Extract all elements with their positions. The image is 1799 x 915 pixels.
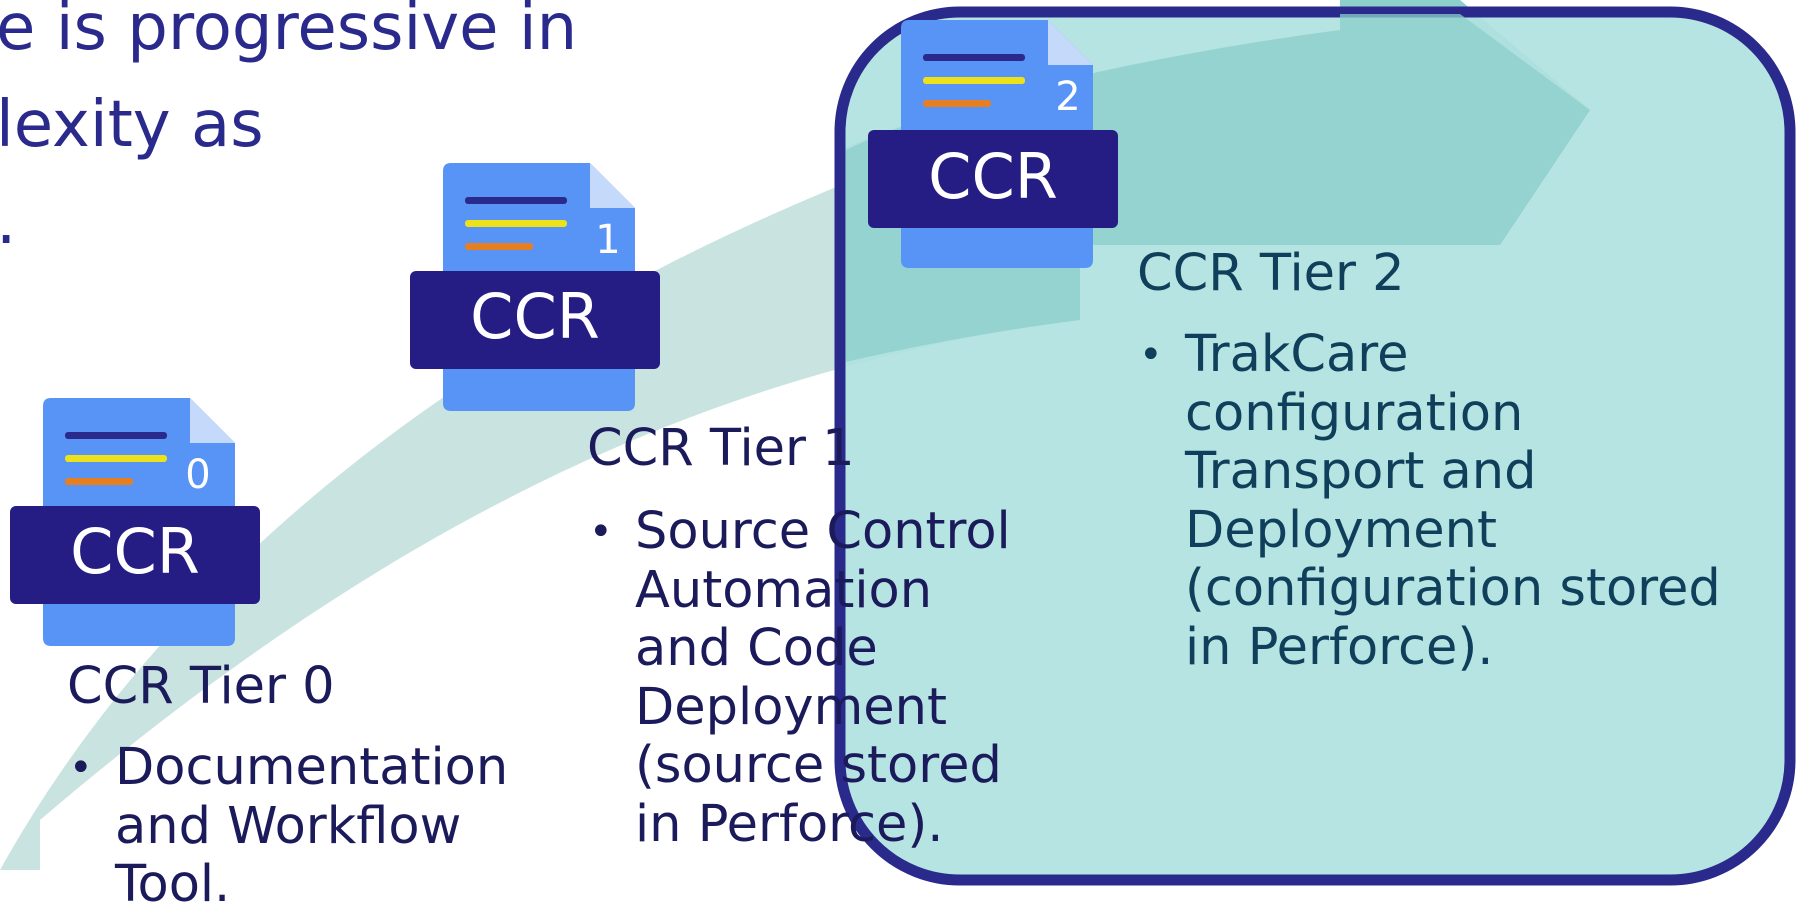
document-banner-label: CCR	[470, 280, 600, 353]
document-banner-label: CCR	[70, 515, 200, 588]
ccr-tier-2-document-icon: 2 CCR	[868, 20, 1118, 268]
document-line-navy	[923, 54, 1025, 61]
tier-2-bullets: • TrakCare configuration Transport and D…	[1137, 325, 1721, 677]
heading-line: lexity as	[0, 88, 264, 162]
document-fold	[1048, 20, 1093, 65]
document-line-orange	[923, 100, 991, 107]
document-banner-label: CCR	[928, 140, 1058, 213]
bullet-line: Tool.	[115, 855, 231, 914]
heading-line: e is progressive in	[0, 0, 578, 65]
bullet-glyph: •	[69, 745, 93, 791]
bullet-line: Deployment	[635, 677, 947, 737]
document-line-yellow	[923, 77, 1025, 84]
slide-heading: e is progressive in lexity as .	[0, 0, 577, 271]
bullet-line: Transport and	[1185, 442, 1537, 501]
tier-2-title: CCR Tier 2	[1137, 244, 1405, 303]
bullet-line: Documentation	[115, 738, 509, 797]
document-number: 1	[595, 217, 620, 263]
tier-2-bullet-item: • TrakCare configuration Transport and D…	[1137, 325, 1721, 677]
tier-1-title: CCR Tier 1	[587, 419, 855, 478]
document-banner	[868, 130, 1118, 228]
bullet-line: and Code	[635, 619, 878, 678]
bullet-line: (source stored	[635, 736, 1002, 795]
heading-line: .	[0, 174, 577, 271]
tier-1-bullets: • Source Control Automation and Code Dep…	[587, 502, 1011, 854]
document-fold	[190, 398, 235, 443]
tier-0-title: CCR Tier 0	[67, 657, 335, 716]
document-fold	[590, 163, 635, 208]
bullet-glyph: •	[1139, 332, 1163, 378]
document-line-orange	[465, 243, 533, 250]
bullet-line: TrakCare	[1185, 325, 1409, 384]
document-line-orange	[65, 478, 133, 485]
bullet-line: configuration	[1185, 383, 1524, 443]
bullet-line: (configuration stored	[1185, 559, 1721, 618]
document-number: 0	[185, 452, 210, 498]
bullet-line: in Perforce).	[635, 794, 944, 854]
document-line-yellow	[465, 220, 567, 227]
document-number: 2	[1055, 74, 1080, 120]
tier-1-bullet-item: • Source Control Automation and Code Dep…	[587, 502, 1011, 854]
bullet-glyph: •	[589, 509, 613, 555]
bullet-line: Automation	[635, 560, 933, 620]
ccr-tier-1-document-icon: 1 CCR	[410, 163, 660, 411]
tier-0-bullets: • Documentation and Workflow Tool.	[67, 738, 509, 915]
document-line-navy	[65, 432, 167, 439]
document-banner	[10, 506, 260, 604]
bullet-line: Deployment	[1185, 500, 1497, 560]
ccr-tier-0-document-icon: 0 CCR	[10, 398, 260, 646]
bullet-line: and Workflow	[115, 796, 462, 856]
bullet-line: in Perforce).	[1185, 617, 1494, 677]
document-line-yellow	[65, 455, 167, 462]
tier-0-bullet-item: • Documentation and Workflow Tool.	[67, 738, 509, 915]
document-banner	[410, 271, 660, 369]
document-line-navy	[465, 197, 567, 204]
bullet-line: Source Control	[635, 502, 1011, 561]
